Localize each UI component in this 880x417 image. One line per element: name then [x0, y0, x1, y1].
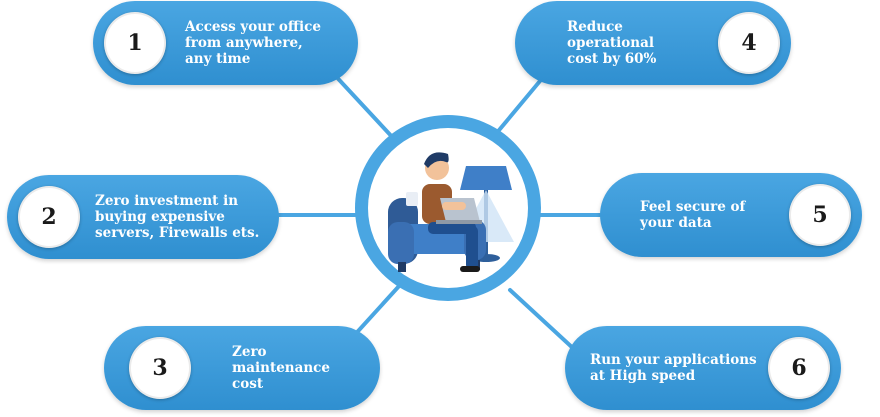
center-hub-inner [368, 128, 528, 288]
connector-6 [508, 288, 577, 352]
connector-1 [328, 68, 397, 142]
person-laptop-illustration-icon [388, 152, 514, 272]
benefit-number-4: 4 [718, 12, 780, 74]
benefit-number-6: 6 [768, 337, 830, 399]
benefit-number-3: 3 [129, 337, 191, 399]
benefit-number-5: 5 [789, 184, 851, 246]
connector-4 [493, 73, 547, 137]
benefit-number-2: 2 [18, 186, 80, 248]
center-hub [355, 115, 541, 301]
benefit-number-1: 1 [104, 12, 166, 74]
